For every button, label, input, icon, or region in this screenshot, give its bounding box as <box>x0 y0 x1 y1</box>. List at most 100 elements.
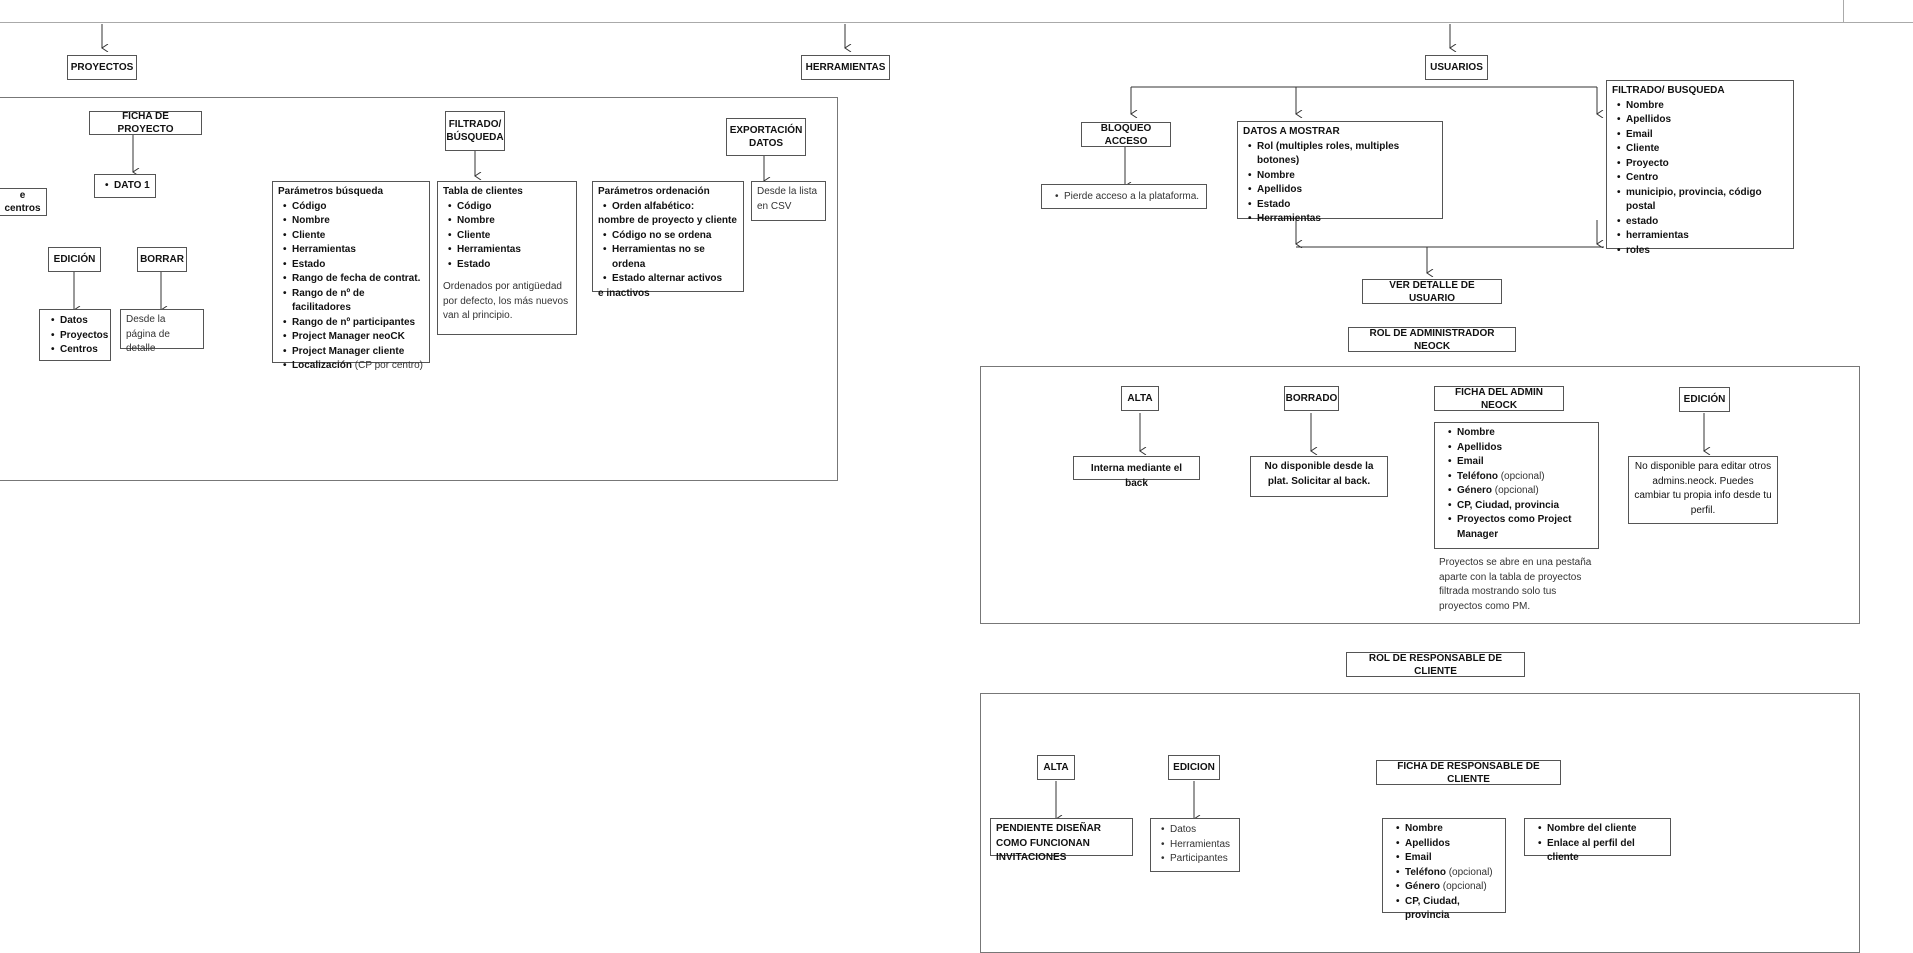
admin-ficha-item: Proyectos como Project Manager <box>1448 513 1593 542</box>
responsable-ficha-item: Apellidos <box>1396 837 1500 852</box>
proyectos-group <box>0 97 838 481</box>
busqueda-item: Rango de fecha de contrat. <box>283 272 424 287</box>
exportacion-note: Desde la lista en CSV <box>757 186 818 212</box>
filtrado-usuarios-item: Cliente <box>1617 142 1788 157</box>
tabla-clientes-box: Tabla de clientes Código Nombre Cliente … <box>437 181 577 335</box>
datos-mostrar-item: Nombre <box>1248 169 1437 184</box>
responsable-ficha-item: Género (opcional) <box>1396 880 1500 895</box>
ordenacion-item: Orden alfabético: <box>603 200 738 215</box>
datos-mostrar-item: Herramientas <box>1248 212 1437 227</box>
parametros-busqueda-box: Parámetros búsqueda Código Nombre Client… <box>272 181 430 373</box>
cliente-info-item: Enlace al perfil del cliente <box>1538 837 1665 866</box>
filtrado-usuarios-item: Centro <box>1617 171 1788 186</box>
responsable-edicion-item: Datos <box>1161 823 1239 838</box>
proyectos-node: PROYECTOS <box>67 55 137 80</box>
usuarios-node: USUARIOS <box>1425 55 1488 80</box>
responsable-ficha-item: Teléfono (opcional) <box>1396 866 1500 881</box>
clientes-item: Cliente <box>448 229 571 244</box>
filtrado-usuarios-item: Proyecto <box>1617 157 1788 172</box>
rol-admin-node: ROL DE ADMINISTRADOR NEOCK <box>1348 327 1516 352</box>
dato1-item: DATO 1 <box>105 179 155 194</box>
ordenacion-item: Herramientas no se ordena <box>603 243 738 272</box>
admin-ficha-node: FICHA DEL ADMIN NEOCK <box>1434 386 1564 411</box>
responsable-alta-node: ALTA <box>1037 755 1075 780</box>
responsable-ficha-node: FICHA DE RESPONSABLE DE CLIENTE <box>1376 760 1561 785</box>
ordenacion-title: Parámetros ordenación <box>598 186 710 197</box>
responsable-alta-note: PENDIENTE DISEÑAR COMO FUNCIONAN INVITAC… <box>996 823 1102 863</box>
admin-alta-node: ALTA <box>1121 386 1159 411</box>
admin-ficha-box: Nombre Apellidos Email Teléfono (opciona… <box>1434 422 1599 549</box>
datos-mostrar-box: DATOS A MOSTRAR Rol (multiples roles, mu… <box>1237 121 1443 226</box>
tabla-clientes-note: Ordenados por antigüedad por defecto, lo… <box>443 281 569 321</box>
admin-borrado-note: No disponible desde la plat. Solicitar a… <box>1264 461 1374 487</box>
exportacion-note-box: Desde la lista en CSV <box>751 181 826 221</box>
ficha-proyecto-node: FICHA DE PROYECTO <box>89 111 202 135</box>
responsable-ficha-box: Nombre Apellidos Email Teléfono (opciona… <box>1382 818 1506 921</box>
ordenacion-item: Código no se ordena <box>603 229 738 244</box>
admin-alta-note-box: Interna mediante el back <box>1073 456 1200 489</box>
filtrado-usuarios-item: Email <box>1617 128 1788 143</box>
centros-fragment: e centros <box>0 188 47 216</box>
rol-responsable-node: ROL DE RESPONSABLE DE CLIENTE <box>1346 652 1525 677</box>
admin-ficha-item: CP, Ciudad, provincia <box>1448 499 1593 514</box>
bloqueo-note-box: Pierde acceso a la plataforma. <box>1041 184 1207 209</box>
datos-mostrar-item: Rol (multiples roles, multiples botones) <box>1248 140 1437 169</box>
responsable-ficha-item: CP, Ciudad, provincia <box>1396 895 1500 924</box>
responsable-edicion-item: Herramientas <box>1161 838 1239 853</box>
herramientas-node: HERRAMIENTAS <box>801 55 890 80</box>
clientes-item: Estado <box>448 258 571 273</box>
cliente-info-item: Nombre del cliente <box>1538 822 1665 837</box>
admin-edicion-node: EDICIÓN <box>1679 387 1730 412</box>
edicion-node: EDICIÓN <box>48 247 101 272</box>
bloqueo-acceso-node: BLOQUEO ACCESO <box>1081 122 1171 147</box>
clientes-item: Código <box>448 200 571 215</box>
exportacion-datos-node: EXPORTACIÓN DATOS <box>726 118 806 156</box>
ordenacion-last-line: e inactivos <box>598 287 650 299</box>
admin-borrado-node: BORRADO <box>1284 386 1339 411</box>
borrar-note: Desde la página de detalle <box>126 314 170 354</box>
admin-alta-note: Interna mediante el back <box>1090 463 1183 489</box>
admin-ficha-item: Apellidos <box>1448 441 1593 456</box>
busqueda-item-localizacion: Localización (CP por centro) <box>283 359 424 374</box>
filtrado-busqueda-node: FILTRADO/ BÚSQUEDA <box>445 111 505 151</box>
busqueda-item: Nombre <box>283 214 424 229</box>
bloqueo-note: Pierde acceso a la plataforma. <box>1055 190 1206 205</box>
admin-ficha-note: Proyectos se abre en una pestaña aparte … <box>1439 557 1592 612</box>
borrar-node: BORRAR <box>137 247 187 272</box>
ordenacion-item-cont: nombre de proyecto y cliente <box>598 215 737 226</box>
datos-mostrar-item: Estado <box>1248 198 1437 213</box>
filtrado-usuarios-item: Apellidos <box>1617 113 1788 128</box>
tabla-clientes-title: Tabla de clientes <box>443 186 523 197</box>
dato1-box: DATO 1 <box>94 174 156 198</box>
responsable-alta-note-box: PENDIENTE DISEÑAR COMO FUNCIONAN INVITAC… <box>990 818 1133 863</box>
busqueda-item: Código <box>283 200 424 215</box>
ver-detalle-usuario-node: VER DETALLE DE USUARIO <box>1362 279 1502 304</box>
parametros-ordenacion-box: Parámetros ordenación Orden alfabético: … <box>592 181 744 299</box>
filtrado-usuarios-box: FILTRADO/ BUSQUEDA Nombre Apellidos Emai… <box>1606 80 1794 258</box>
filtrado-usuarios-item: Nombre <box>1617 99 1788 114</box>
admin-ficha-item: Nombre <box>1448 426 1593 441</box>
responsable-edicion-box: Datos Herramientas Participantes <box>1150 818 1240 872</box>
parametros-busqueda-title: Parámetros búsqueda <box>278 186 384 197</box>
filtrado-usuarios-item: estado <box>1617 215 1788 230</box>
edicion-item: Centros <box>51 343 110 358</box>
responsable-ficha-item: Nombre <box>1396 822 1500 837</box>
busqueda-item: Rango de nº participantes <box>283 316 424 331</box>
filtrado-usuarios-item: municipio, provincia, código postal <box>1617 186 1788 215</box>
admin-borrado-note-box: No disponible desde la plat. Solicitar a… <box>1250 456 1388 497</box>
filtrado-usuarios-item: herramientas <box>1617 229 1788 244</box>
busqueda-item: Cliente <box>283 229 424 244</box>
ordenacion-item: Estado alternar activos <box>603 272 738 287</box>
responsable-edicion-node: EDICION <box>1168 755 1220 780</box>
clientes-item: Nombre <box>448 214 571 229</box>
busqueda-item: Rango de nº de facilitadores <box>283 287 424 316</box>
datos-mostrar-title: DATOS A MOSTRAR <box>1243 126 1340 137</box>
borrar-note-box: Desde la página de detalle <box>120 309 204 354</box>
edicion-item: Datos <box>51 314 110 329</box>
edicion-item: Proyectos <box>51 329 110 344</box>
busqueda-item: Herramientas <box>283 243 424 258</box>
busqueda-item: Estado <box>283 258 424 273</box>
admin-ficha-item: Género (opcional) <box>1448 484 1593 499</box>
filtrado-usuarios-item: roles <box>1617 244 1788 259</box>
